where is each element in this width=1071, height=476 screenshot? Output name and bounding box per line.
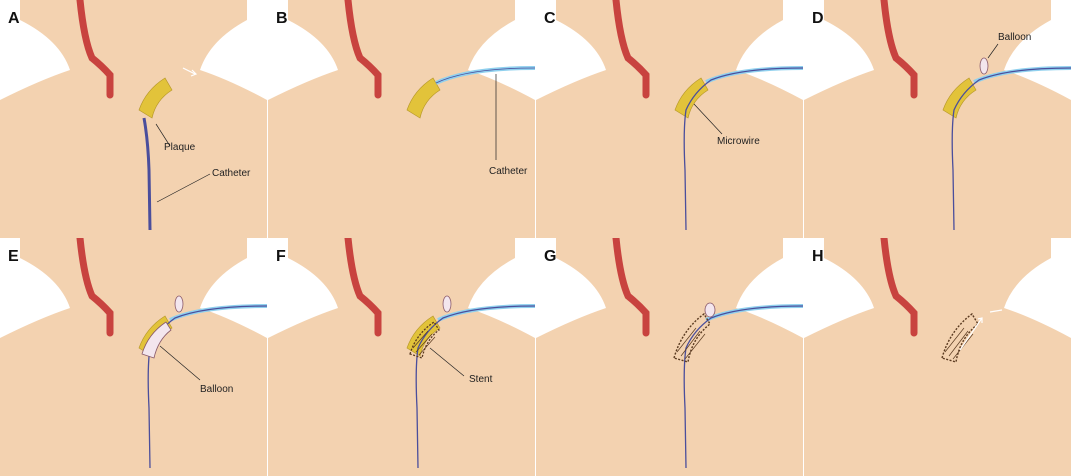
neck-silhouette	[536, 238, 803, 476]
neck-silhouette	[0, 238, 267, 476]
panel-h: H	[804, 238, 1071, 476]
vessel-network	[76, 238, 114, 337]
artery-illustration: Balloon	[0, 238, 267, 476]
vessel-network	[612, 0, 650, 99]
panel-label: G	[544, 248, 557, 265]
leader-line	[429, 347, 465, 377]
flow-arrows	[959, 309, 1003, 351]
catheter-wire	[142, 117, 152, 231]
plaque	[138, 77, 173, 119]
stent	[409, 321, 440, 359]
vessel-network	[612, 238, 650, 337]
plaque	[942, 77, 977, 119]
annotation-plaque: Plaque	[164, 142, 196, 153]
plaque	[406, 77, 441, 119]
neck-silhouette	[804, 238, 1071, 476]
panel-b: B Catheter	[268, 0, 535, 238]
artery-illustration: Plaque Catheter	[0, 0, 267, 238]
microwire	[683, 305, 803, 469]
artery-illustration: Catheter	[268, 0, 535, 238]
plaque	[674, 77, 709, 119]
panel-g: G	[536, 238, 803, 476]
artery-illustration: Microwire	[536, 0, 803, 238]
neck-silhouette	[268, 0, 535, 238]
annotation-balloon: Balloon	[200, 384, 233, 395]
artery-illustration	[804, 238, 1071, 476]
microwire	[683, 67, 803, 231]
panel-a: A Plaqu	[0, 0, 267, 238]
leader-line	[156, 173, 211, 203]
vessel-network	[344, 0, 382, 99]
annotation-catheter: Catheter	[489, 166, 528, 177]
vessel-network	[344, 238, 382, 337]
artery-illustration	[536, 238, 803, 476]
annotation-stent: Stent	[469, 374, 493, 385]
panel-e: E	[0, 238, 267, 476]
panel-label: H	[812, 248, 824, 265]
balloon	[141, 295, 184, 359]
leader-line	[987, 43, 999, 59]
panel-label: E	[8, 248, 19, 265]
annotation-microwire: Microwire	[717, 136, 760, 147]
vessel-network	[880, 238, 918, 337]
neck-silhouette	[0, 0, 267, 238]
balloon	[442, 295, 452, 313]
balloon	[704, 302, 716, 318]
microwire	[415, 305, 535, 469]
panel-d: D	[804, 0, 1071, 238]
vessel-network	[880, 0, 918, 99]
artery-illustration: Balloon	[804, 0, 1071, 238]
leader-line	[155, 123, 171, 147]
neck-silhouette	[536, 0, 803, 238]
neck-silhouette	[804, 0, 1071, 238]
vessel-network	[76, 0, 114, 99]
neck-silhouette	[268, 238, 535, 476]
leader-line	[159, 345, 201, 381]
balloon	[979, 57, 989, 75]
panel-c: C Microwire	[536, 0, 803, 238]
panel-label: D	[812, 10, 824, 27]
panel-label: F	[276, 248, 286, 265]
microwire	[951, 67, 1071, 231]
panel-f: F	[268, 238, 535, 476]
flow-arrows	[182, 67, 198, 77]
artery-illustration: Stent	[268, 238, 535, 476]
panel-label: B	[276, 10, 288, 27]
leader-line	[693, 103, 723, 135]
panel-label: A	[8, 10, 20, 27]
stent	[673, 312, 711, 363]
stent	[941, 312, 979, 363]
catheter-tube	[435, 66, 535, 85]
annotation-balloon: Balloon	[998, 32, 1031, 43]
panel-label: C	[544, 10, 556, 27]
annotation-catheter: Catheter	[212, 168, 251, 179]
